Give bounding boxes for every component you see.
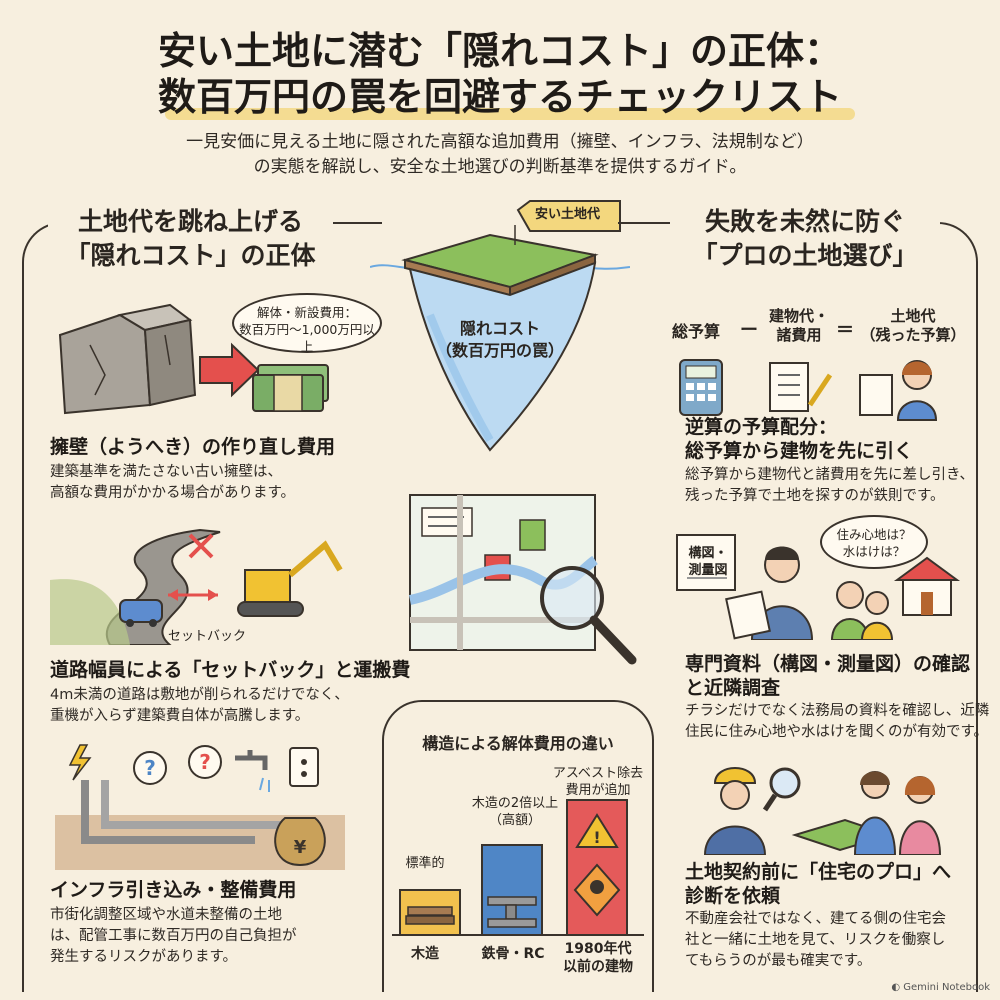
checklist-icon xyxy=(769,362,809,412)
lightning-icon xyxy=(68,744,92,781)
chart-annotation-asbestos: アスベスト除去 費用が追加 xyxy=(552,766,644,798)
item-survey-desc1: チラシだけでなく法務局の資料を確認し、近隣 xyxy=(685,703,990,719)
faucet-icon xyxy=(235,750,268,770)
right-heading-line2: 「プロの土地選び」 xyxy=(692,241,918,270)
svg-text:?: ? xyxy=(199,750,211,774)
right-section-heading: 失敗を未然に防ぐ 「プロの土地選び」 xyxy=(670,205,940,273)
formula-land-cost: 土地代 （残った予算） xyxy=(860,307,966,344)
svg-text:!: ! xyxy=(593,828,600,847)
resident-icon xyxy=(836,581,864,609)
infrastructure-illustration: ? ? ¥ xyxy=(55,744,345,870)
cost-speech-bubble: 解体・新設費用： 数百万円〜1,000万円以上 xyxy=(232,293,382,354)
chart-annotation-steel: 木造の2倍以上 （高額） xyxy=(471,796,559,828)
page-title-line1: 安い土地に潜む「隠れコスト」の正体： xyxy=(157,29,842,73)
survey-illustration xyxy=(676,534,961,640)
price-tag-icon xyxy=(516,200,621,232)
steel-beam-icon xyxy=(487,896,537,906)
pipe-icon xyxy=(81,780,255,844)
item-survey-title1: 専門資料（構図・測量図）の確認 xyxy=(685,653,971,675)
svg-text:¥: ¥ xyxy=(294,837,307,858)
item-setback-desc1: 4m未満の道路は敷地が削られるだけでなく、 xyxy=(50,687,349,703)
map-illustration xyxy=(408,494,637,665)
item-professional-desc1: 不動産会社ではなく、建てる側の住宅会 xyxy=(685,911,946,927)
magnifier-small-icon xyxy=(769,767,801,799)
arrow-right-icon xyxy=(199,342,260,398)
survey-document-icon xyxy=(676,534,736,591)
iceberg-illustration xyxy=(370,200,630,452)
item-professional-title2: 診断を依頼 xyxy=(685,885,781,907)
item-survey-title2: と近隣調査 xyxy=(685,677,781,699)
item-retaining-wall-desc2: 高額な費用がかかる場合があります。 xyxy=(50,485,296,501)
item-budget-desc2: 残った予算で土地を探すのが鉄則です。 xyxy=(685,488,945,504)
chart-annotation-wood: 標準的 xyxy=(405,856,445,871)
setback-road-illustration xyxy=(50,528,343,645)
item-professional-desc2: 社と一緒に土地を見て、リスクを働察し xyxy=(685,932,946,948)
left-heading-line1: 土地代を跳ね上げる xyxy=(77,207,303,236)
svg-text:?: ? xyxy=(144,756,156,780)
survey-document-label: 構図・ 測量図 xyxy=(688,546,728,578)
outlet-icon xyxy=(289,747,319,787)
item-professional-title1: 土地契約前に「住宅のプロ」へ xyxy=(685,861,952,883)
item-infrastructure-title: インフラ引き込み・整備費用 xyxy=(50,879,297,901)
item-budget-title2: 総予算から建物を先に引く xyxy=(685,440,914,462)
question-bubble-icon xyxy=(133,751,167,785)
page-title-line2: 数百万円の罠を回避するチェックリスト xyxy=(157,75,842,119)
right-heading-line1: 失敗を未然に防ぐ xyxy=(704,207,905,236)
notebook-logo-icon: ◐ xyxy=(891,982,904,993)
iceberg-icon xyxy=(408,261,597,452)
item-infrastructure-desc2: は、配管工事に数百万円の自己負担が xyxy=(50,928,297,944)
item-budget-desc1: 総予算から建物代と諸費用を先に差し引き、 xyxy=(685,467,974,483)
hardhat-icon xyxy=(713,767,757,784)
chart-category-old-building: 1980年代 以前の建物 xyxy=(563,941,633,975)
chart-category-steel: 鉄骨・RC xyxy=(481,946,545,962)
item-survey-desc2: 住民に住み心地や水はけを聞くのが有効です。 xyxy=(685,724,989,740)
clipboard-icon xyxy=(859,374,893,416)
professional-icon xyxy=(703,825,767,855)
item-retaining-wall-title: 擁壁（ようへき）の作り直し費用 xyxy=(50,436,336,458)
price-tag-label: 安い土地代 xyxy=(535,207,601,222)
retaining-wall-illustration xyxy=(58,303,329,415)
wood-plank-icon xyxy=(407,906,453,916)
item-retaining-wall-desc1: 建築基準を満たさない古い擁壁は、 xyxy=(50,464,282,480)
wall-block-icon xyxy=(58,313,152,415)
left-heading-line2: 「隠れコスト」の正体 xyxy=(65,241,316,270)
chart-category-wood: 木造 xyxy=(411,946,439,962)
inspection-illustration xyxy=(703,767,942,855)
car-icon xyxy=(119,599,163,623)
demolition-cost-chart: ! xyxy=(392,799,644,936)
magnifier-icon xyxy=(540,566,604,630)
budget-illustration xyxy=(679,359,938,421)
excavator-icon xyxy=(244,569,291,603)
money-bag-icon xyxy=(274,817,326,867)
formula-minus: ー xyxy=(740,320,758,341)
iceberg-label: 隠れコスト （数百万円の罠） xyxy=(435,319,564,360)
item-budget-title1: 逆算の予算配分： xyxy=(685,416,838,438)
subtitle-line2: の実態を解説し、安全な土地選びの判断基準を提供するガイド。 xyxy=(253,157,747,177)
subtitle-line1: 一見安価に見える土地に隠された高額な追加費用（擁壁、インフラ、法規制など） xyxy=(186,132,814,152)
warning-icon xyxy=(575,813,619,848)
item-setback-desc2: 重機が入らず建築費自体が高騰します。 xyxy=(50,708,310,724)
item-infrastructure-desc1: 市街化調整区域や水道未整備の土地 xyxy=(50,907,282,923)
cross-mark-icon xyxy=(188,533,214,559)
chart-title: 構造による解体費用の違い xyxy=(422,734,614,753)
left-section-heading: 土地代を跳ね上げる 「隠れコスト」の正体 xyxy=(48,205,333,273)
item-infrastructure-desc3: 発生するリスクがあります。 xyxy=(50,949,238,965)
neighbor-question-bubble: 住み心地は？ 水はけは？ xyxy=(820,515,928,569)
formula-equals: ＝ xyxy=(836,320,854,341)
formula-building-cost: 建物代・ 諸費用 xyxy=(768,307,829,344)
item-setback-title: 道路幅員による「セットバック」と運搬費 xyxy=(50,659,411,681)
footer-brand: ◐ Gemini Notebook xyxy=(891,982,990,993)
item-professional-desc3: てもらうのが最も確実です。 xyxy=(685,953,872,969)
setback-label: セットバック xyxy=(168,629,247,644)
chart-frame xyxy=(382,700,654,992)
formula-total-budget: 総予算 xyxy=(672,322,721,341)
title-highlight xyxy=(165,108,855,120)
